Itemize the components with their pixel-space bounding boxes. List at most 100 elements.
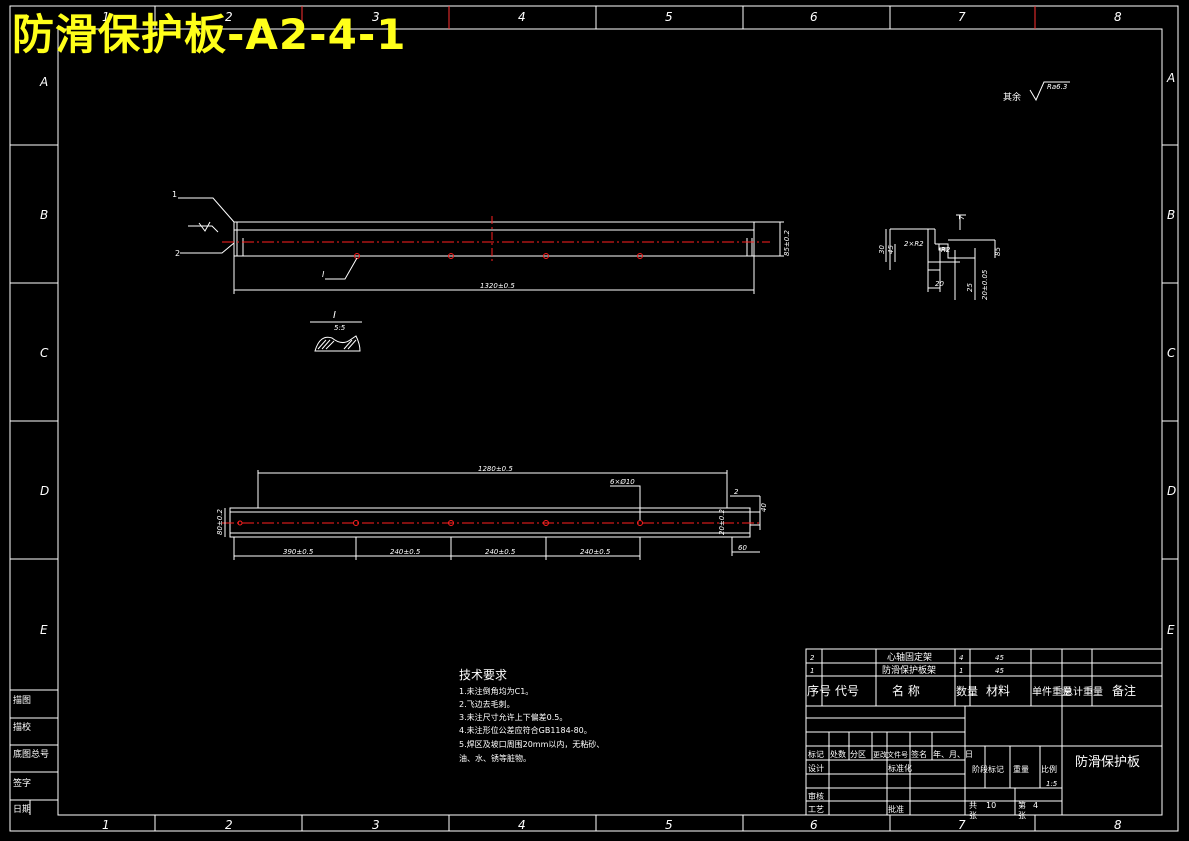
sheet-no: 4: [1033, 801, 1038, 810]
std-label: 标准化: [888, 763, 912, 773]
rev-label-count: 处数: [830, 749, 846, 759]
strip-label-base: 底图总号: [13, 748, 49, 760]
scale-label: 比例: [1041, 764, 1057, 774]
bom-grid: [805, 648, 1163, 816]
row-label-a: A: [39, 75, 48, 89]
bom-row-1-qty: 1: [959, 667, 963, 675]
section-dim-7: 7: [958, 215, 966, 220]
bottom-hole-0: [237, 520, 243, 526]
bom-header-total-weight: 总计重量: [1063, 685, 1103, 698]
section-dim-20: 20: [935, 280, 944, 288]
top-view-outline: [233, 221, 755, 257]
col-label-2: 2: [225, 10, 233, 24]
section-dim-20-tol: 20±0.05: [981, 269, 989, 300]
section-dim-25: 25: [966, 283, 974, 292]
bottom-overall-dim: 1280±0.5: [478, 465, 513, 473]
left-strip-labels: 描图 描校 底图总号 签字 日期: [13, 694, 49, 815]
bottom-segment-1: 390±0.5: [283, 548, 314, 556]
tech-item-1: 1.未注倒角均为C1。: [459, 686, 533, 696]
bom-row-1-name: 防滑保护板架: [882, 664, 936, 676]
total-sheets: 10: [986, 801, 996, 810]
total-label: 共: [969, 801, 977, 810]
bottom-right-height: 20±0.2: [718, 509, 726, 535]
col-label-2-bottom: 2: [225, 818, 233, 832]
left-strip-grid: [10, 689, 58, 815]
tech-item-2: 2.飞边去毛刺。: [459, 699, 515, 709]
role-label-process: 工艺: [808, 805, 824, 814]
sheet-label: 第: [1018, 800, 1026, 810]
strip-label-trace: 描图: [13, 694, 31, 706]
bottom-segment-2: 240±0.5: [390, 548, 421, 556]
col-label-7: 7: [958, 10, 966, 24]
bom-header-code: 代号: [835, 684, 859, 698]
top-hole-2: [448, 253, 454, 259]
weight-label: 重量: [1013, 764, 1029, 774]
col-label-3: 3: [372, 10, 380, 24]
strip-label-sign: 签字: [13, 777, 31, 789]
bottom-right-top: 2: [734, 488, 739, 496]
surface-note-value: Ra6.3: [1047, 83, 1067, 91]
top-length-dim: 1320±0.5: [480, 282, 515, 290]
section-dim-2r2: 2×R2: [904, 240, 924, 248]
bottom-left-height: 80±0.2: [216, 509, 224, 535]
bom-row-2-material: 45: [995, 654, 1004, 662]
section-view-labels: 30 45 2×R2 R2 85 20 25 20±0.05 7: [878, 215, 1002, 300]
section-view: [885, 214, 996, 300]
tech-item-3: 3.未注尺寸允许上下偏差0.5。: [459, 712, 567, 722]
row-label-e: E: [40, 623, 48, 637]
leader-label-2: 2: [175, 249, 180, 258]
strip-label-date: 日期: [13, 804, 31, 815]
approve-label: 批准: [888, 804, 904, 814]
top-height-dim: 85±0.2: [783, 230, 791, 256]
bom-row-2-qty: 4: [959, 654, 963, 662]
rev-label-doc: 更改文件号: [873, 750, 908, 759]
tech-requirements: 技术要求 1.未注倒角均为C1。 2.飞边去毛刺。 3.未注尺寸允许上下偏差0.…: [459, 668, 604, 763]
surface-note-prefix: 其余: [1003, 91, 1021, 103]
row-ticks: [10, 144, 1178, 691]
detail-scale: 5:5: [334, 324, 346, 332]
bom-row-1-material: 45: [995, 667, 1004, 675]
bom-row-2-name: 心轴固定架: [887, 651, 932, 663]
col-label-8: 8: [1114, 10, 1122, 24]
col-label-6-bottom: 6: [810, 818, 818, 832]
rev-label-sign: 签名: [911, 749, 927, 759]
col-label-4: 4: [518, 10, 526, 24]
bom-header-no: 序号: [807, 683, 831, 698]
strip-label-check: 描校: [13, 721, 31, 733]
section-dim-45: 45: [887, 245, 895, 254]
sheet-unit: 张: [1018, 811, 1026, 820]
row-label-d: D: [40, 484, 49, 498]
top-hole-3: [543, 253, 549, 259]
top-hole-4: [637, 253, 643, 259]
role-label-design: 设计: [808, 763, 824, 773]
bom-header-unit-weight: 单件重量: [1032, 685, 1072, 698]
bottom-hole-1: [353, 520, 359, 526]
col-label-7-bottom: 7: [958, 818, 966, 832]
page-title: 防滑保护板-A2-4-1: [12, 10, 407, 59]
col-label-3-bottom: 3: [372, 818, 380, 832]
top-view: [178, 197, 784, 294]
col-label-6: 6: [810, 10, 818, 24]
detail-label: I: [333, 310, 336, 321]
stage-label: 阶段标记: [972, 764, 1004, 774]
detail-profile: [314, 335, 361, 352]
bottom-segment-3: 240±0.5: [485, 548, 516, 556]
bom-row-1-no: 1: [810, 667, 814, 675]
row-label-a-right: A: [1166, 71, 1175, 85]
bom-header-remark: 备注: [1112, 683, 1136, 698]
tech-item-6: 油、水、锈等脏物。: [459, 753, 531, 763]
col-label-8-bottom: 8: [1114, 818, 1122, 832]
bom-header-material: 材料: [986, 684, 1010, 698]
row-label-e-right: E: [1167, 623, 1175, 637]
rev-label-date: 年、月、日: [933, 749, 973, 759]
bom-row-2-no: 2: [810, 654, 815, 662]
bottom-hole-note: 6×Ø10: [610, 478, 635, 486]
section-dim-85: 85: [994, 247, 1002, 256]
rev-label-mark: 标记: [808, 749, 824, 759]
total-unit: 张: [969, 811, 977, 820]
bottom-right-side: 40: [760, 503, 768, 512]
balloon-label: I: [322, 270, 325, 279]
row-label-c-right: C: [1167, 346, 1176, 360]
row-label-d-right: D: [1167, 484, 1176, 498]
col-label-1-bottom: 1: [102, 818, 110, 832]
